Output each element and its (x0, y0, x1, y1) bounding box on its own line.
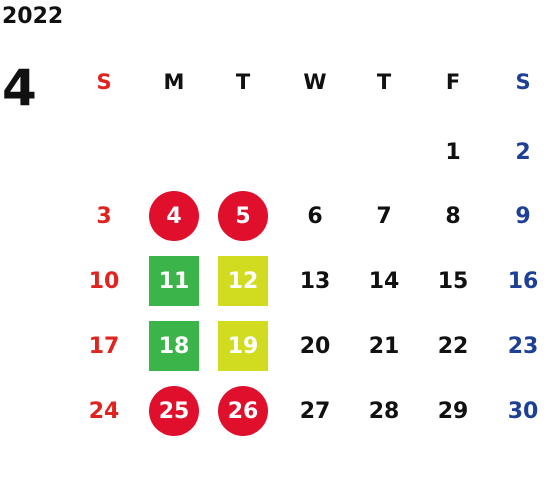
day-number: 30 (507, 398, 539, 424)
day-cell[interactable]: 18 (139, 321, 209, 371)
day-cell[interactable]: 21 (349, 321, 419, 371)
day-cell[interactable]: 7 (349, 191, 419, 241)
day-number: 19 (227, 333, 259, 359)
weekday-header: F (445, 70, 461, 94)
day-number: 3 (96, 203, 112, 229)
day-number: 21 (368, 333, 400, 359)
day-number: 13 (299, 268, 331, 294)
day-cell[interactable]: 15 (418, 256, 488, 306)
day-number: 28 (368, 398, 400, 424)
day-number: 15 (437, 268, 469, 294)
day-number: 17 (88, 333, 120, 359)
day-number: 14 (368, 268, 400, 294)
day-cell[interactable]: 29 (418, 386, 488, 436)
day-number: 22 (437, 333, 469, 359)
weekday-header: S (515, 70, 531, 94)
day-cell[interactable]: 28 (349, 386, 419, 436)
day-cell[interactable]: 10 (69, 256, 139, 306)
day-cell[interactable]: 13 (280, 256, 350, 306)
day-cell[interactable]: 30 (488, 386, 548, 436)
day-number: 5 (235, 203, 251, 229)
day-number: 18 (158, 333, 190, 359)
day-number: 9 (515, 203, 531, 229)
day-cell[interactable]: 17 (69, 321, 139, 371)
day-cell[interactable]: 6 (280, 191, 350, 241)
day-cell[interactable]: 9 (488, 191, 548, 241)
day-cell[interactable]: 2 (488, 127, 548, 177)
day-cell[interactable]: 16 (488, 256, 548, 306)
day-cell[interactable]: 22 (418, 321, 488, 371)
day-cell[interactable]: 5 (208, 191, 278, 241)
day-cell[interactable]: 1 (418, 127, 488, 177)
day-cell[interactable]: 3 (69, 191, 139, 241)
day-marker-circle (149, 386, 199, 436)
day-number: 26 (227, 398, 259, 424)
day-cell[interactable]: 20 (280, 321, 350, 371)
day-number: 12 (227, 268, 259, 294)
day-marker-square (218, 321, 268, 371)
day-cell[interactable]: 24 (69, 386, 139, 436)
day-number: 23 (507, 333, 539, 359)
day-number: 10 (88, 268, 120, 294)
day-cell[interactable]: 11 (139, 256, 209, 306)
weekday-header: M (163, 70, 185, 94)
day-number: 25 (158, 398, 190, 424)
day-marker-circle (218, 386, 268, 436)
day-number: 16 (507, 268, 539, 294)
day-number: 7 (376, 203, 392, 229)
day-cell[interactable]: 12 (208, 256, 278, 306)
day-marker-square (218, 256, 268, 306)
day-number: 27 (299, 398, 331, 424)
day-number: 11 (158, 268, 190, 294)
day-number: 24 (88, 398, 120, 424)
day-cell[interactable]: 19 (208, 321, 278, 371)
day-number: 20 (299, 333, 331, 359)
day-number: 29 (437, 398, 469, 424)
day-cell[interactable]: 23 (488, 321, 548, 371)
year-label: 2022 (2, 4, 64, 29)
weekday-header: S (96, 70, 112, 94)
day-cell[interactable]: 4 (139, 191, 209, 241)
day-marker-square (149, 256, 199, 306)
day-cell[interactable]: 25 (139, 386, 209, 436)
weekday-header: W (303, 70, 327, 94)
day-cell[interactable]: 8 (418, 191, 488, 241)
day-marker-circle (218, 191, 268, 241)
day-number: 6 (307, 203, 323, 229)
day-marker-square (149, 321, 199, 371)
day-marker-circle (149, 191, 199, 241)
day-number: 2 (515, 139, 531, 165)
day-cell[interactable]: 14 (349, 256, 419, 306)
day-cell[interactable]: 26 (208, 386, 278, 436)
month-number: 4 (2, 59, 37, 117)
day-cell[interactable]: 27 (280, 386, 350, 436)
day-number: 1 (445, 139, 461, 165)
weekday-header: T (235, 70, 251, 94)
weekday-header: T (376, 70, 392, 94)
day-number: 8 (445, 203, 461, 229)
day-number: 4 (166, 203, 182, 229)
